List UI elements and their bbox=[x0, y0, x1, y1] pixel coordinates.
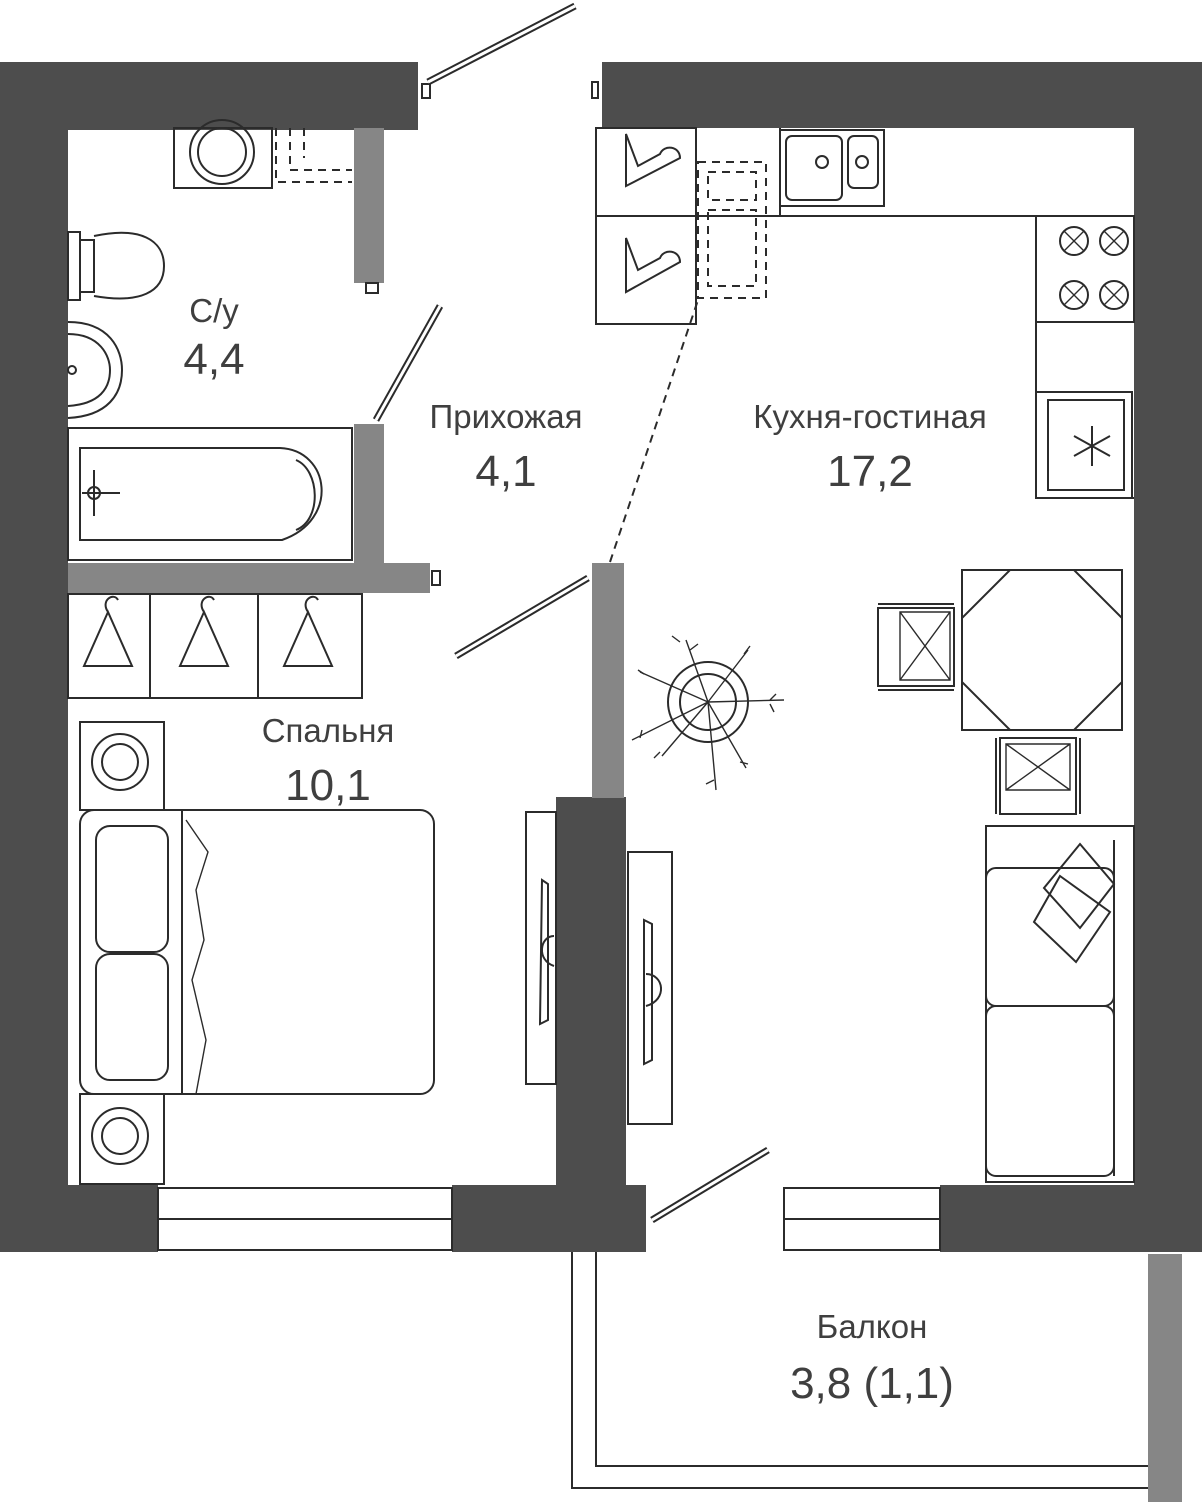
dishwasher-icon bbox=[697, 161, 767, 299]
nightstand-bottom bbox=[79, 1093, 165, 1185]
room-area: 4,1 bbox=[475, 447, 536, 496]
fridge-icon bbox=[1035, 391, 1133, 499]
sink-icon bbox=[67, 321, 124, 419]
hanger-icon bbox=[625, 133, 682, 294]
doors bbox=[372, 2, 770, 1223]
room-area: 17,2 bbox=[827, 447, 913, 496]
sink-icon bbox=[779, 129, 885, 207]
bathtub-icon bbox=[67, 427, 353, 561]
room-label-bedroom: Спальня 10,1 bbox=[262, 712, 395, 810]
room-label-kitchen-living: Кухня-гостиная 17,2 bbox=[753, 398, 986, 496]
chair-icon bbox=[995, 737, 1081, 815]
plant-icon bbox=[631, 635, 785, 791]
nightstand-top bbox=[79, 721, 165, 811]
room-area: 10,1 bbox=[285, 761, 371, 810]
chair-icon bbox=[877, 603, 955, 691]
dining-table-icon bbox=[961, 569, 1123, 731]
hanger-icon bbox=[82, 595, 334, 667]
room-area: 3,8 (1,1) bbox=[790, 1359, 954, 1408]
tv-icon bbox=[525, 811, 557, 1085]
bed-icon bbox=[79, 809, 435, 1095]
tv-icon bbox=[627, 851, 673, 1125]
room-name: Прихожая bbox=[430, 398, 583, 435]
room-name: Балкон bbox=[817, 1308, 928, 1345]
partitions bbox=[68, 81, 1182, 1502]
towel-rail-icon bbox=[275, 128, 352, 183]
washing-machine-icon bbox=[173, 119, 273, 189]
room-label-balcony: Балкон 3,8 (1,1) bbox=[790, 1308, 954, 1408]
room-label-bathroom: С/у 4,4 bbox=[183, 292, 244, 384]
balcony-outline bbox=[571, 1252, 1148, 1489]
sofa-icon bbox=[985, 825, 1135, 1183]
kitchen-cabinets bbox=[595, 127, 1134, 499]
hob-icon bbox=[1035, 215, 1135, 323]
wardrobe bbox=[67, 593, 363, 699]
room-area: 4,4 bbox=[183, 335, 244, 384]
toilet-icon bbox=[67, 231, 166, 301]
room-name: Кухня-гостиная bbox=[753, 398, 986, 435]
room-label-hallway: Прихожая 4,1 bbox=[430, 398, 583, 496]
snowflake-icon bbox=[1073, 426, 1111, 466]
room-name: Спальня bbox=[262, 712, 395, 749]
room-name: С/у bbox=[189, 292, 239, 329]
outer-walls bbox=[0, 62, 1202, 1252]
windows bbox=[157, 1187, 941, 1251]
